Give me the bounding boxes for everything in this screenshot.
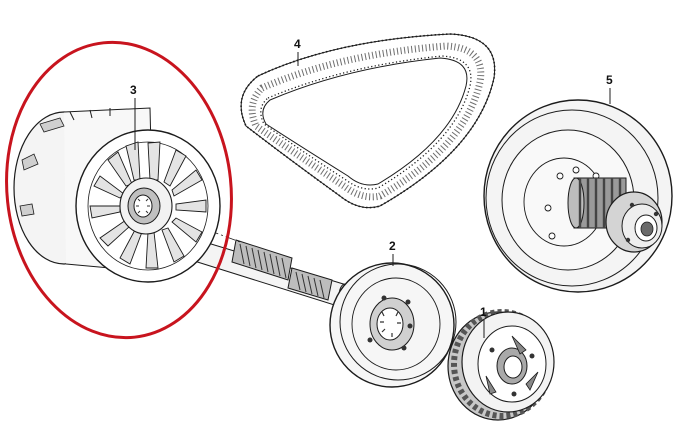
callout-3: 3	[130, 83, 137, 97]
secondary-sheave	[483, 99, 673, 293]
leader-lines	[134, 52, 611, 338]
callout-4: 4	[294, 37, 301, 51]
callout-2: 2	[389, 239, 396, 253]
callout-1: 1	[480, 305, 487, 319]
drive-belt	[240, 33, 496, 209]
callout-5: 5	[606, 73, 613, 87]
clutch-drum	[329, 262, 457, 388]
one-way-clutch	[447, 309, 555, 421]
primary-sheave	[13, 107, 221, 283]
highlight-circle	[5, 40, 233, 340]
